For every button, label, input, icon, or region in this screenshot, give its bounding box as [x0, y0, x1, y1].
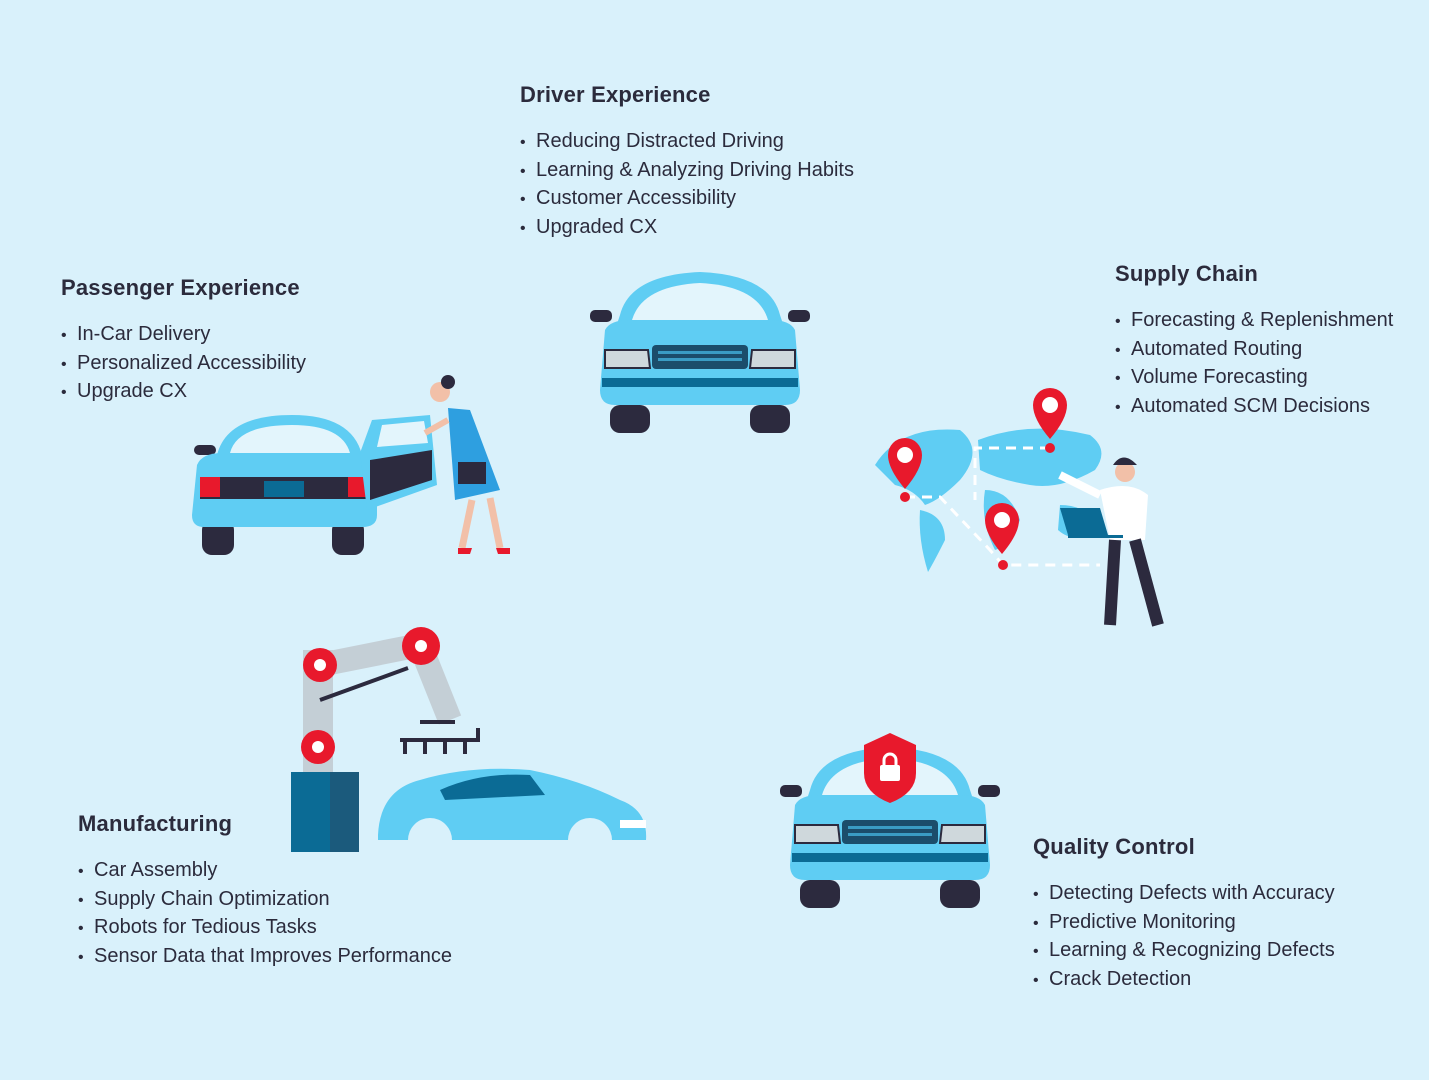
list-item: Customer Accessibility — [520, 185, 854, 214]
bullet-list: Car Assembly Supply Chain Optimization R… — [78, 857, 452, 972]
list-item: Supply Chain Optimization — [78, 886, 452, 915]
list-item: Robots for Tedious Tasks — [78, 914, 452, 943]
list-item: Car Assembly — [78, 857, 452, 886]
driver-car-illustration — [589, 271, 811, 434]
section-passenger-experience: Passenger Experience In-Car Delivery Per… — [61, 275, 306, 407]
bullet-list: Detecting Defects with Accuracy Predicti… — [1033, 880, 1335, 995]
manufacturing-robot-illustration — [291, 627, 647, 862]
bullet-list: In-Car Delivery Personalized Accessibili… — [61, 321, 306, 407]
list-item: Learning & Recognizing Defects — [1033, 937, 1335, 966]
bullet-list: Reducing Distracted Driving Learning & A… — [520, 128, 854, 243]
list-item: In-Car Delivery — [61, 321, 306, 350]
list-item: Automated Routing — [1115, 336, 1393, 365]
list-item: Forecasting & Replenishment — [1115, 307, 1393, 336]
world-map-illustration — [875, 388, 1164, 627]
list-item: Upgraded CX — [520, 214, 854, 243]
woman-illustration — [423, 375, 510, 554]
section-supply-chain: Supply Chain Forecasting & Replenishment… — [1115, 261, 1393, 422]
section-title: Manufacturing — [78, 811, 233, 836]
list-item: Reducing Distracted Driving — [520, 128, 854, 157]
section-manufacturing: Manufacturing Car Assembly Supply Chain … — [78, 811, 452, 972]
section-title: Driver Experience — [520, 82, 711, 107]
list-item: Predictive Monitoring — [1033, 909, 1335, 938]
location-pin-icon — [985, 503, 1019, 554]
section-title: Passenger Experience — [61, 275, 300, 300]
quality-car-illustration — [779, 733, 1001, 909]
list-item: Automated SCM Decisions — [1115, 393, 1393, 422]
bullet-list: Forecasting & Replenishment Automated Ro… — [1115, 307, 1393, 422]
section-title: Quality Control — [1033, 834, 1195, 859]
list-item: Sensor Data that Improves Performance — [78, 943, 452, 972]
list-item: Learning & Analyzing Driving Habits — [520, 157, 854, 186]
section-title: Supply Chain — [1115, 261, 1258, 286]
section-quality-control: Quality Control Detecting Defects with A… — [1033, 834, 1335, 995]
list-item: Upgrade CX — [61, 378, 306, 407]
list-item: Volume Forecasting — [1115, 364, 1393, 393]
section-driver-experience: Driver Experience Reducing Distracted Dr… — [520, 82, 854, 243]
list-item: Detecting Defects with Accuracy — [1033, 880, 1335, 909]
passenger-car-illustration — [192, 415, 437, 555]
list-item: Personalized Accessibility — [61, 350, 306, 379]
list-item: Crack Detection — [1033, 966, 1335, 995]
